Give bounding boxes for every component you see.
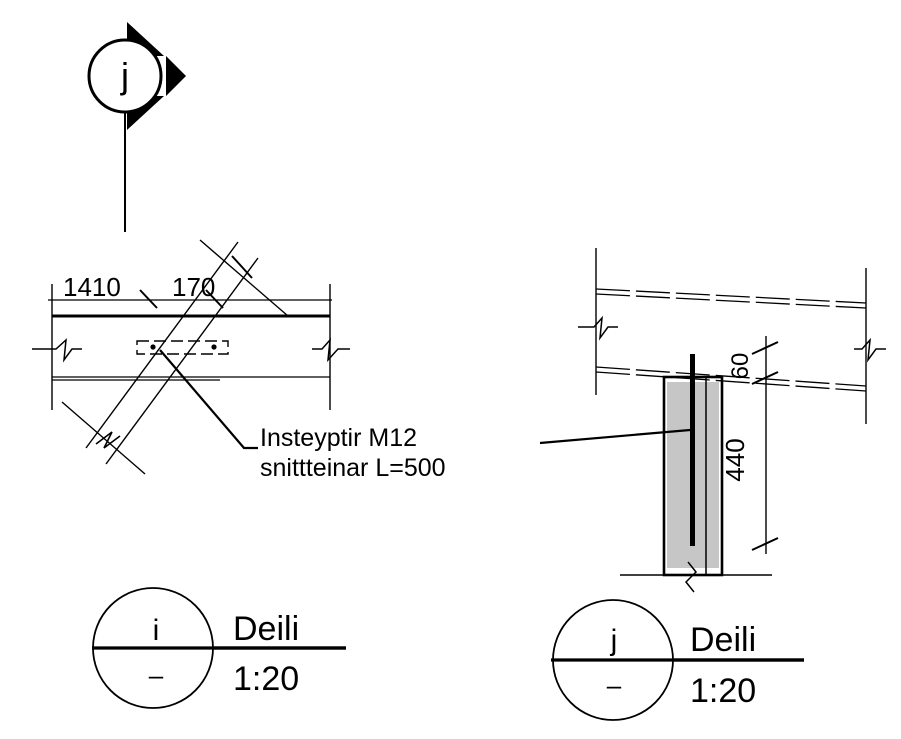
anchor-dot: [211, 344, 217, 350]
marker-arrow-right: [166, 56, 186, 96]
break-symbol-left: [32, 338, 82, 363]
break-symbol-right: [312, 337, 350, 363]
dimension-label-b: 170: [172, 272, 215, 302]
callout-letter: j: [610, 624, 618, 657]
embedded-plate: [136, 340, 229, 355]
callout-scale: 1:20: [233, 660, 299, 698]
break-mark-lower: [95, 431, 121, 449]
detail-callout-i: i – Deili 1:20: [92, 587, 346, 709]
dimension-label-side: 440: [720, 438, 750, 481]
column-break-symbol: [684, 561, 698, 593]
diagonal-line: [85, 241, 239, 449]
beam-bottom-line: [595, 366, 867, 387]
callout-sheet-ref: –: [149, 660, 164, 690]
detail-callout-j: j – Deili 1:20: [551, 599, 804, 721]
anchor-rod: [690, 354, 695, 546]
callout-scale: 1:20: [690, 672, 756, 710]
dim-tick: [751, 341, 779, 355]
beam-top-line: [595, 293, 867, 309]
beam-top-line: [595, 288, 867, 304]
anchor-dot: [150, 344, 156, 350]
dim-tick: [751, 371, 779, 385]
note-text-line1: Insteyptir M12: [260, 424, 417, 452]
diagonal-line: [105, 257, 259, 465]
right-detail: 60 440: [539, 248, 886, 593]
left-detail: 1410 170 Insteyptir M12 snittteinar L=50…: [32, 239, 446, 482]
section-marker: j: [87, 22, 186, 232]
break-mark-upper: [231, 255, 253, 279]
beam-bottom-line: [595, 371, 867, 392]
callout-title: Deili: [690, 621, 756, 659]
dim-tick: [139, 289, 158, 309]
dimension-label-a: 1410: [63, 272, 121, 302]
note-leader-line: [539, 428, 691, 445]
callout-letter: i: [153, 614, 160, 647]
dim-tick: [205, 289, 224, 309]
break-symbol-right: [854, 337, 886, 363]
break-symbol-left: [578, 315, 618, 341]
dim-tick: [751, 537, 779, 551]
dimension-label-top: 60: [727, 353, 754, 380]
marker-letter: j: [120, 55, 129, 96]
note-text-line2: snittteinar L=500: [260, 454, 446, 482]
note-leader-line: [159, 349, 258, 450]
callout-sheet-ref: –: [607, 670, 622, 700]
callout-title: Deili: [233, 610, 299, 648]
